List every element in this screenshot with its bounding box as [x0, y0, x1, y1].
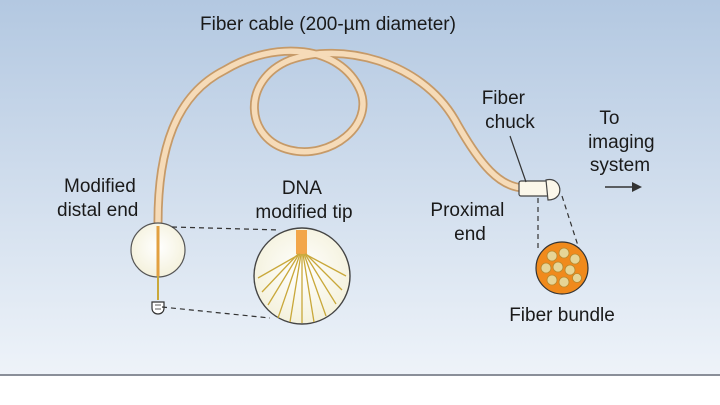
fiber-chuck — [518, 179, 561, 201]
fiber-cable-label: Fiber cable (200-µm diameter) — [200, 14, 456, 35]
dna-strands — [257, 253, 347, 323]
dna-modified-tip-label: DNA modified tip — [255, 178, 352, 223]
bundle-guide-lines — [537, 195, 581, 253]
fiber-chuck-label: Fiber chuck — [482, 88, 536, 133]
to-imaging-label: To imaging system — [588, 108, 660, 176]
fiber-cable — [153, 46, 530, 227]
page-bottom-strip — [0, 376, 720, 405]
fiber-bundle-label: Fiber bundle — [509, 305, 615, 326]
distal-end-magnifier — [130, 222, 186, 300]
fiber-bundle-cross-section — [535, 241, 589, 295]
zoom-guide-lines — [161, 226, 281, 319]
dna-modified-tip-magnified — [253, 227, 351, 325]
dna-probe-icon — [151, 301, 165, 315]
background-panel — [0, 0, 720, 375]
to-imaging-arrow — [605, 182, 642, 192]
fiber-chuck-pointer — [509, 135, 527, 183]
proximal-end-label: Proximal end — [430, 200, 509, 245]
modified-distal-end-label: Modified distal end — [57, 176, 141, 221]
